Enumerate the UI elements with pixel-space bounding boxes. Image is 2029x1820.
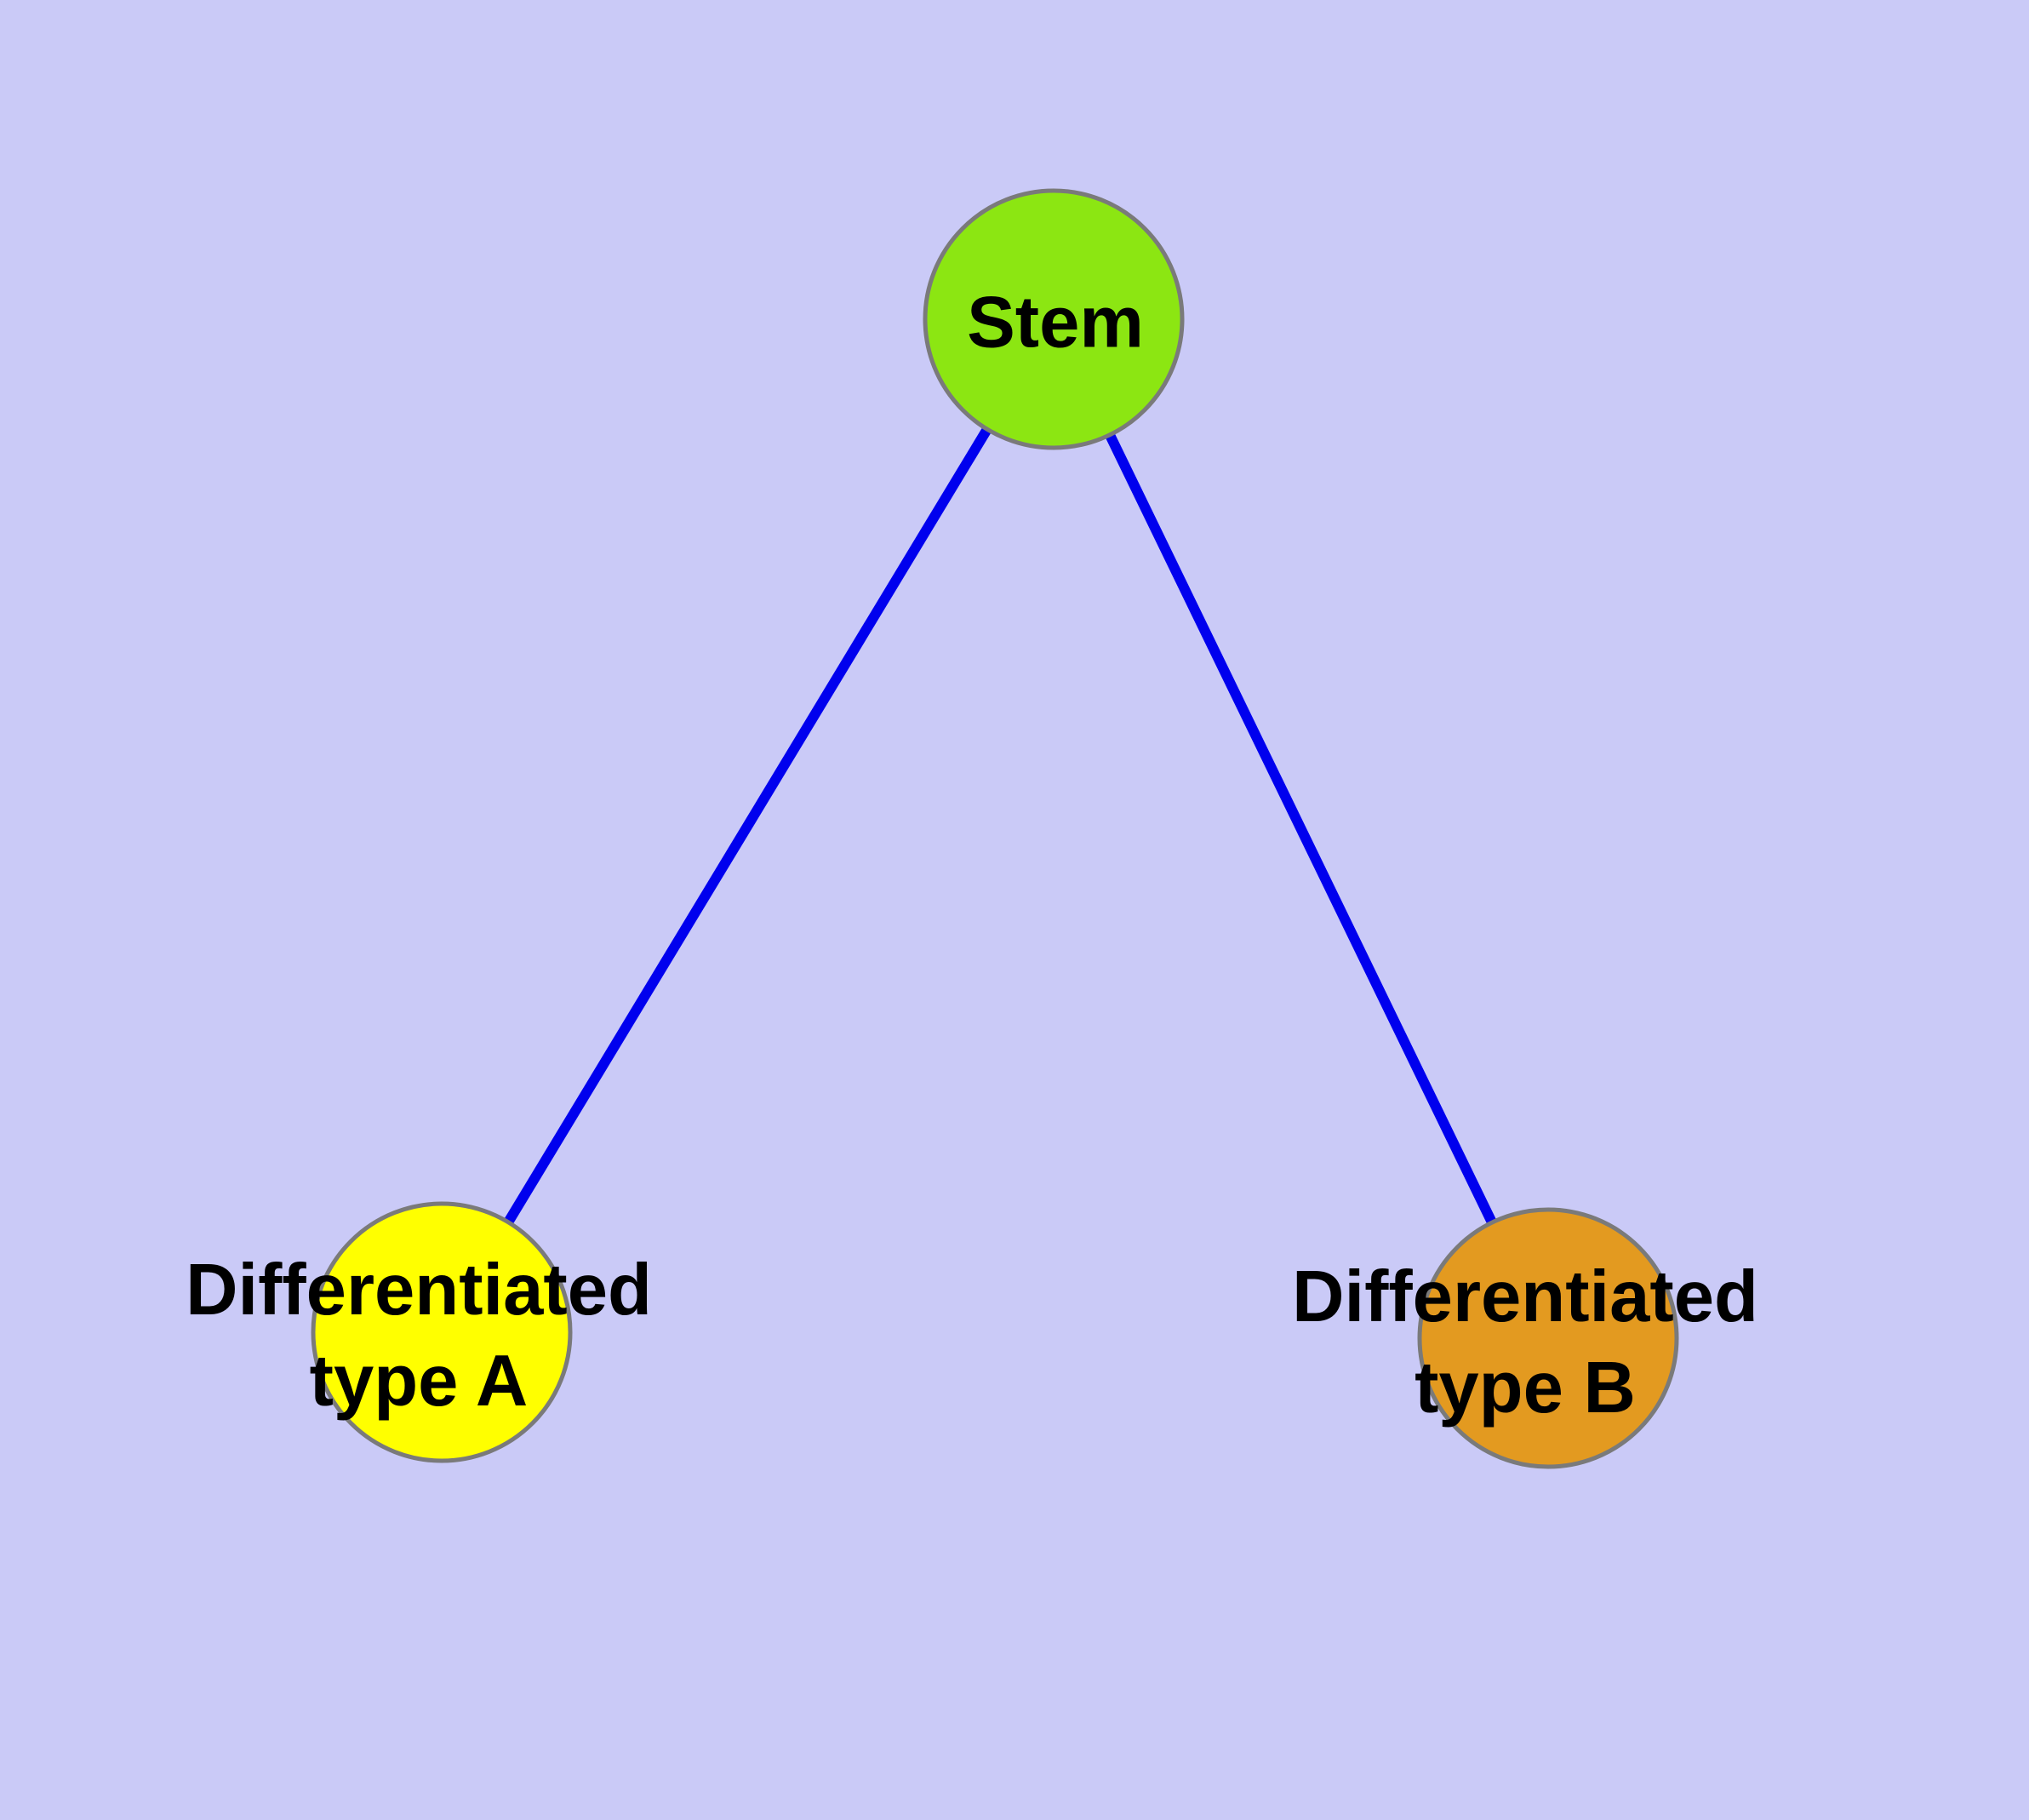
edge-stem-to-type-a	[437, 316, 1059, 1336]
node-differentiated-type-a	[311, 1201, 573, 1463]
node-differentiated-type-b	[1417, 1207, 1679, 1469]
node-stem	[923, 188, 1185, 450]
edge-stem-to-type-b	[1049, 317, 1553, 1341]
node-label-stem: Stem	[967, 282, 1144, 363]
node-label-differentiated-type-b: Differentiated type B	[1292, 1256, 1758, 1428]
node-label-differentiated-type-a: Differentiated type A	[186, 1250, 652, 1422]
